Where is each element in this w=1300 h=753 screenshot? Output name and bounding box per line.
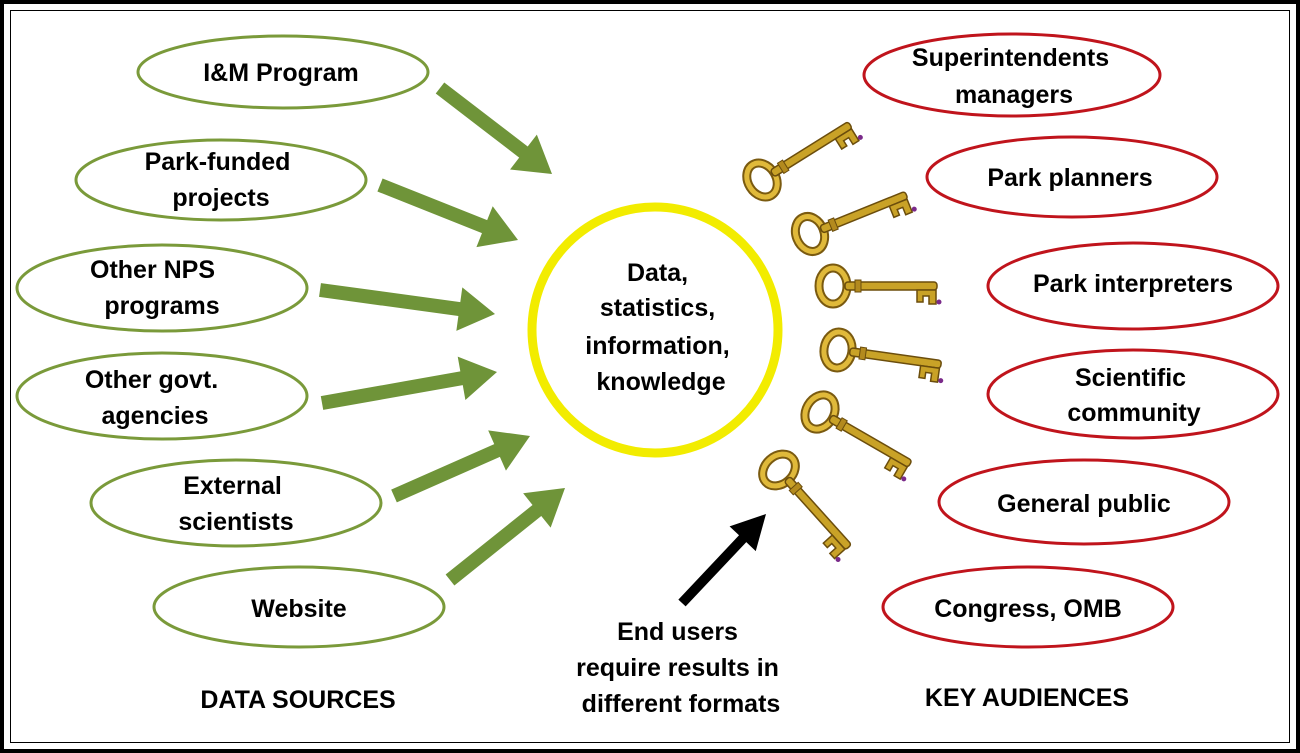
source-node-other-govt-agencies: Other govt. agencies: [15, 351, 309, 441]
svg-text:Superintendents managers: Superintendents managers: [912, 44, 1116, 109]
key-audiences-heading: KEY AUDIENCES: [925, 684, 1129, 712]
source-node-im-program: I&M Program: [136, 34, 430, 110]
svg-text:Park-funded projects: Park-funded projects: [145, 148, 298, 212]
key-icon: [741, 107, 864, 203]
svg-text:Other govt. agencies: Other govt. agencies: [85, 366, 225, 430]
source-node-park-funded-projects: Park-funded projects: [74, 138, 368, 222]
svg-text:Other NPS programs: Other NPS programs: [90, 256, 222, 320]
source-arrow-icon: [319, 283, 495, 331]
svg-text:External scientists: External scientists: [178, 472, 293, 536]
source-node-external-scientists: External scientists: [89, 458, 383, 548]
svg-text:I&M Program: I&M Program: [203, 59, 359, 87]
source-arrow-icon: [445, 488, 565, 586]
source-arrow-icon: [435, 82, 552, 174]
key-icon: [799, 389, 923, 482]
audience-node-superintendents-managers: Superintendents managers: [862, 32, 1162, 118]
source-node-other-nps-programs: Other NPS programs: [15, 243, 309, 333]
source-arrow-icon: [377, 178, 518, 248]
source-arrow-icon: [391, 430, 530, 503]
center-circle: [527, 202, 783, 458]
audience-node-scientific-community: Scientific community: [986, 348, 1280, 440]
svg-text:Park planners: Park planners: [987, 164, 1152, 192]
audience-node-general-public: General public: [937, 458, 1231, 546]
svg-text:General public: General public: [997, 490, 1171, 518]
audience-node-park-interpreters: Park interpreters: [986, 241, 1280, 331]
end-users-note: End users require results in different f…: [576, 618, 786, 718]
key-icon: [756, 448, 865, 563]
svg-text:Scientific community: Scientific community: [1067, 364, 1200, 427]
data-sources-heading: DATA SOURCES: [200, 686, 395, 714]
audience-node-congress-omb: Congress, OMB: [881, 565, 1175, 649]
svg-text:Park interpreters: Park interpreters: [1033, 270, 1233, 298]
key-icon: [790, 177, 917, 257]
source-node-website: Website: [152, 565, 446, 649]
source-arrow-icon: [320, 356, 497, 410]
key-icon: [819, 268, 942, 305]
svg-text:Website: Website: [251, 595, 346, 623]
svg-text:Congress, OMB: Congress, OMB: [934, 595, 1122, 623]
center-label: Data, statistics, information, knowledge: [585, 259, 736, 396]
end-users-arrow-icon: [678, 514, 766, 607]
audience-node-park-planners: Park planners: [925, 135, 1219, 219]
key-icon: [822, 330, 948, 383]
